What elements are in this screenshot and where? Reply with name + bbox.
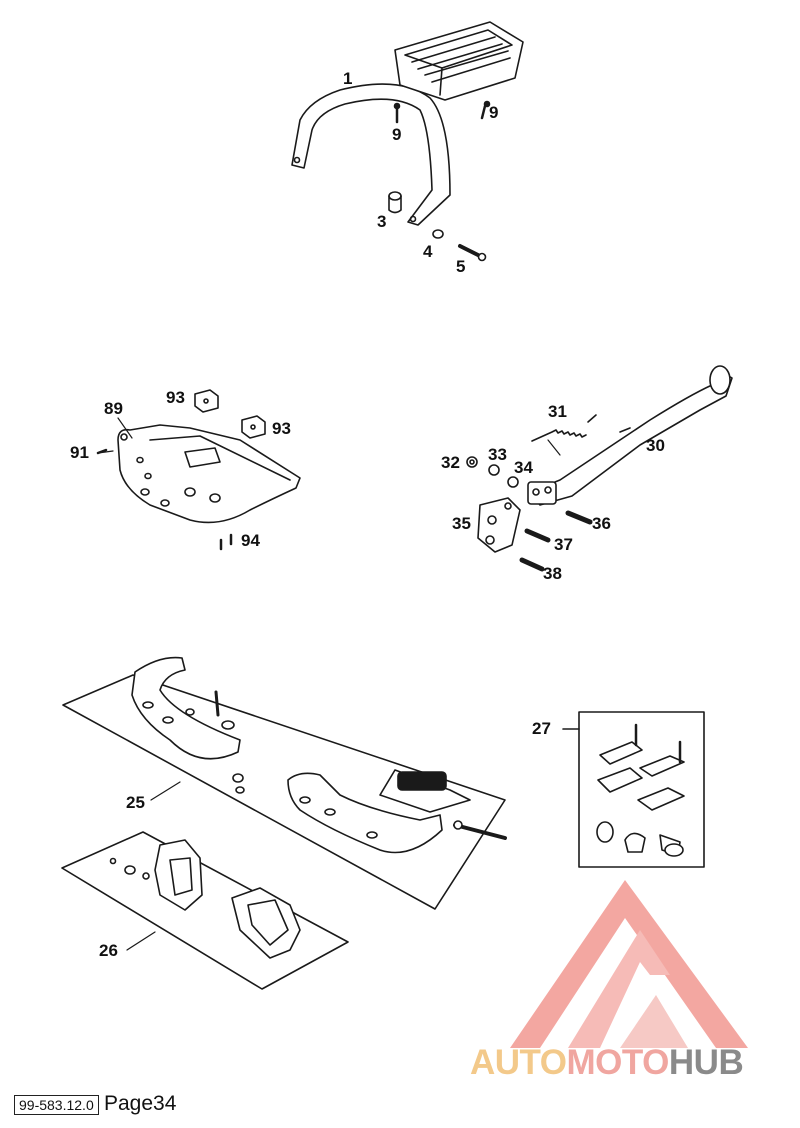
callout-1: 1 <box>343 69 353 88</box>
handguard-kit-box <box>62 674 506 910</box>
handguard-shield-box <box>61 831 349 990</box>
washer-4-icon <box>432 229 444 239</box>
callout-93a: 93 <box>166 388 185 407</box>
handguard-right-part <box>287 769 507 854</box>
watermark-logo-icon <box>510 880 748 1048</box>
callout-9a: 9 <box>392 125 402 144</box>
handguard-left-part <box>131 656 245 794</box>
bracket-35-icon <box>477 497 521 553</box>
bolt-37-icon <box>524 528 551 543</box>
callout-38: 38 <box>543 564 562 583</box>
callout-31: 31 <box>548 402 567 421</box>
screw-94-icon <box>219 533 233 551</box>
callout-34: 34 <box>514 458 533 477</box>
callout-32: 32 <box>441 453 460 472</box>
watermark-moto: MOTO <box>566 1043 670 1082</box>
bolt-36-icon <box>565 510 593 525</box>
clamp-parts <box>596 723 685 857</box>
callout-94: 94 <box>241 531 260 550</box>
bolt-5-icon <box>458 244 487 262</box>
watermark-auto: AUTO <box>470 1043 567 1082</box>
document-code: 99-583.12.0 <box>14 1095 99 1115</box>
callout-26: 26 <box>99 941 118 960</box>
callout-33: 33 <box>488 445 507 464</box>
spring-31-icon <box>531 414 597 442</box>
watermark-hub: HUB <box>668 1043 744 1082</box>
mount-93-icon <box>194 389 266 439</box>
callout-37: 37 <box>554 535 573 554</box>
callout-leaders <box>97 417 561 951</box>
bolt-9-icon <box>393 100 491 124</box>
callout-4: 4 <box>423 242 433 261</box>
nut-32-icon <box>466 456 478 468</box>
watermark-brand: AUTOMOTOHUB <box>470 1043 744 1083</box>
callout-3: 3 <box>377 212 387 231</box>
clamp-kit-box <box>562 711 705 868</box>
callout-93b: 93 <box>272 419 291 438</box>
callout-35: 35 <box>452 514 471 533</box>
shield-parts <box>109 839 301 959</box>
callout-91: 91 <box>70 443 89 462</box>
rear-rack-part <box>291 21 524 226</box>
callout-89: 89 <box>104 399 123 418</box>
skid-plate-part <box>117 424 301 524</box>
page-number: Page34 <box>104 1092 177 1115</box>
callout-5: 5 <box>456 257 466 276</box>
side-stand-part <box>527 365 733 506</box>
spacer-3-icon <box>388 191 402 214</box>
callout-27: 27 <box>532 719 551 738</box>
callout-25: 25 <box>126 793 145 812</box>
spacer-33-icon <box>488 464 500 476</box>
callout-36: 36 <box>592 514 611 533</box>
callout-9b: 9 <box>489 103 499 122</box>
bolt-38-icon <box>519 557 545 572</box>
callout-30: 30 <box>646 436 665 455</box>
washer-34-icon <box>507 476 519 488</box>
